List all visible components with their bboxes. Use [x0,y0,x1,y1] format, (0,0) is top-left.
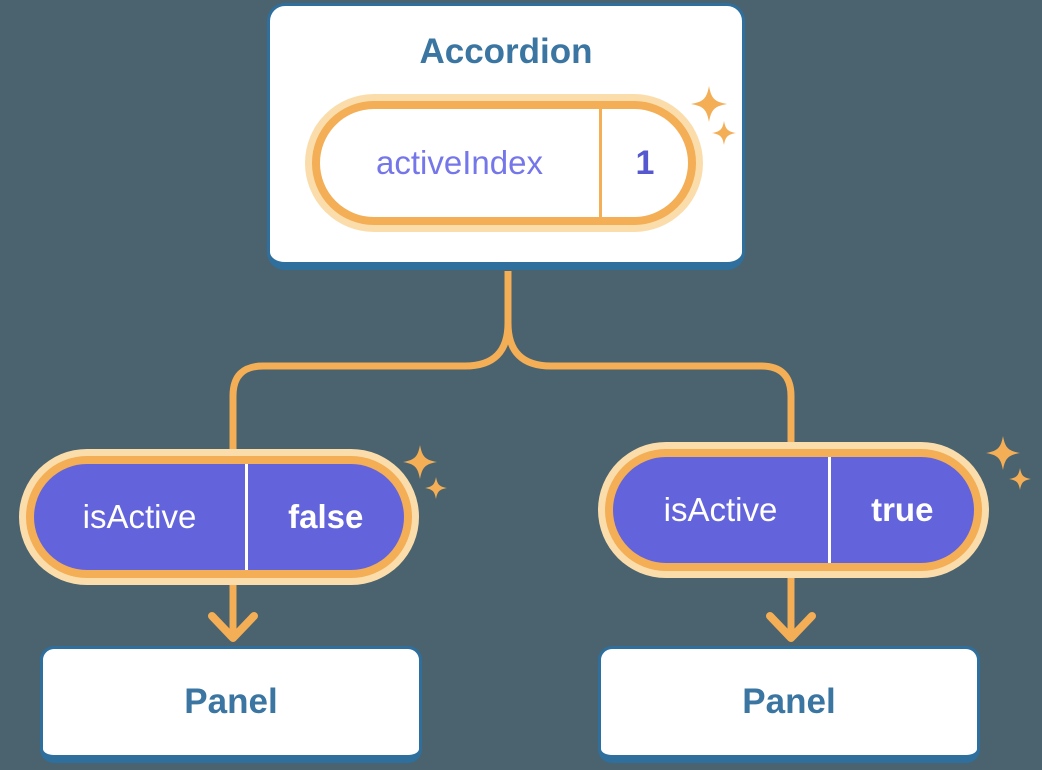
pill-divider [828,457,831,563]
sparkle-icon [986,436,1031,490]
panel-card-right: Panel [598,646,980,763]
prop-pill-isactive-true: isActive true [605,449,982,571]
connector-left [229,271,512,636]
arrow-down-icon [208,612,258,642]
prop-value: false [288,498,364,535]
arrow-down-icon [766,612,816,642]
accordion-title: Accordion [419,32,593,71]
state-value: 1 [635,143,655,182]
prop-name: isActive [663,491,778,528]
pill-divider [599,109,602,217]
panel-title: Panel [742,682,836,721]
panel-title: Panel [184,682,278,721]
prop-value: true [871,491,934,528]
panel-card-left: Panel [40,646,422,763]
sparkle-icon [403,445,447,499]
prop-name: isActive [82,498,197,535]
state-pill: activeIndex 1 [312,101,696,225]
accordion-card: Accordion activeIndex 1 [267,3,745,270]
state-name: activeIndex [376,144,543,181]
prop-pill-isactive-false: isActive false [26,456,412,578]
